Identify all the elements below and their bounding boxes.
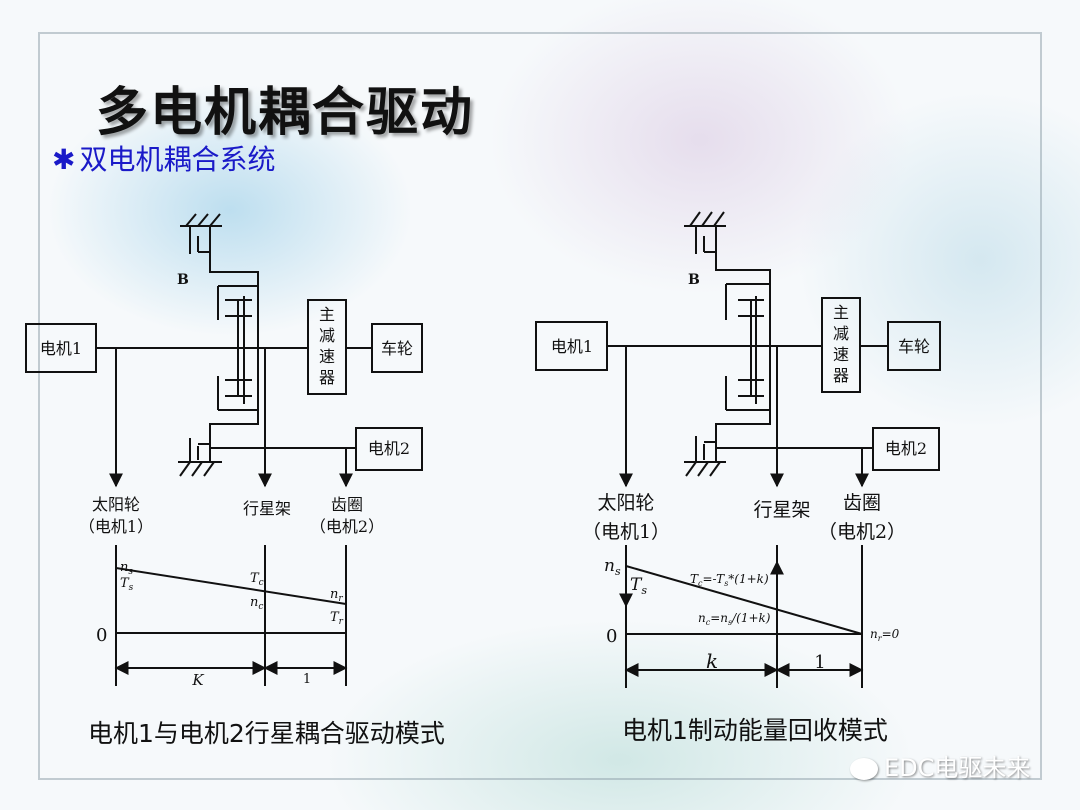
- motor2-label: 电机2: [885, 439, 927, 458]
- asterisk-icon: ✱: [52, 143, 76, 176]
- ring-label: 齿圈: [331, 495, 363, 514]
- reducer-char: 减: [319, 326, 335, 345]
- one-label: 1: [814, 652, 825, 673]
- ns-label: ns: [604, 556, 621, 578]
- wechat-icon: [850, 758, 878, 780]
- watermark: EDC电驱未来: [850, 748, 1030, 783]
- wheel-box: [371, 323, 423, 373]
- ring-sub-label: （电机2）: [310, 517, 384, 536]
- reducer-char: 器: [833, 366, 849, 385]
- motor1-box: [535, 321, 608, 371]
- ring-label: 齿圈: [843, 492, 881, 514]
- reducer-char: 减: [833, 324, 849, 343]
- right-labels: B 电机1 主 减 速 器 车轮 电机2 太阳轮 （电机1） 行星架 齿圈 （电…: [551, 272, 930, 673]
- nc-equation: nc=ns/(1+k): [698, 611, 771, 627]
- motor1-label: 电机1: [40, 339, 82, 358]
- sun-label: 太阳轮: [597, 492, 654, 514]
- wheel-label: 车轮: [381, 339, 413, 358]
- Ts-label: Ts: [120, 576, 134, 593]
- left-labels: B 电机1 主 减 速 器 车轮 电机2 太阳轮 （电机1） 行星架 齿圈 （电…: [40, 272, 413, 689]
- left-caption: 电机1与电机2行星耦合驱动模式: [88, 719, 445, 748]
- brake-label: B: [688, 272, 700, 288]
- wheel-box: [887, 321, 941, 371]
- Tc-equation: Tc=-Ts*(1+k): [690, 572, 769, 588]
- brake-label: B: [177, 272, 189, 288]
- carrier-label: 行星架: [753, 499, 810, 521]
- ns-label: ns: [120, 560, 133, 577]
- reducer-char: 速: [319, 347, 335, 366]
- reducer-char: 器: [319, 368, 335, 387]
- right-diagram: [535, 211, 941, 688]
- Tc-label: Tc: [250, 571, 264, 588]
- subtitle: ✱双电机耦合系统: [52, 138, 275, 178]
- motor2-label: 电机2: [368, 439, 410, 458]
- motor2-box: [872, 427, 940, 471]
- watermark-text: EDC电驱未来: [884, 754, 1031, 782]
- ring-sub-label: （电机2）: [818, 521, 906, 543]
- nr-label: nr: [330, 587, 343, 604]
- sun-sub-label: （电机1）: [582, 521, 670, 543]
- reducer-char: 主: [319, 305, 335, 324]
- ground-hatch-bottom-left: [178, 461, 222, 477]
- Tr-label: Tr: [330, 610, 344, 627]
- reducer-char: 速: [833, 345, 849, 364]
- reducer-char: 主: [833, 303, 849, 322]
- subtitle-text: 双电机耦合系统: [79, 143, 276, 176]
- ground-hatch-top-right: [684, 211, 726, 227]
- wheel-label: 车轮: [898, 337, 930, 356]
- sun-label: 太阳轮: [92, 495, 140, 514]
- K-label: K: [191, 671, 204, 689]
- speed-line-right: [625, 565, 863, 635]
- left-diagram: [25, 213, 423, 686]
- reducer-box: [307, 299, 347, 395]
- nc-label: nc: [250, 595, 263, 612]
- Ts-label: Ts: [630, 575, 647, 597]
- reducer-box: [821, 297, 861, 393]
- k-label: k: [706, 649, 718, 673]
- sun-sub-label: （电机1）: [79, 517, 153, 536]
- ground-hatch-bottom-right: [684, 461, 726, 477]
- motor2-box: [355, 427, 423, 471]
- zero-label: 0: [96, 625, 107, 646]
- decorative-frame: [38, 32, 1042, 780]
- carrier-label: 行星架: [243, 499, 291, 518]
- page-title: 多电机耦合驱动: [96, 83, 475, 143]
- nr-equation: nr=0: [870, 627, 900, 643]
- zero-label: 0: [606, 626, 617, 647]
- ground-hatch-top-left: [180, 213, 222, 227]
- speed-line-left: [115, 567, 347, 605]
- one-label: 1: [303, 672, 311, 687]
- motor1-box: [25, 323, 97, 373]
- motor1-label: 电机1: [551, 337, 593, 356]
- right-caption: 电机1制动能量回收模式: [622, 716, 888, 745]
